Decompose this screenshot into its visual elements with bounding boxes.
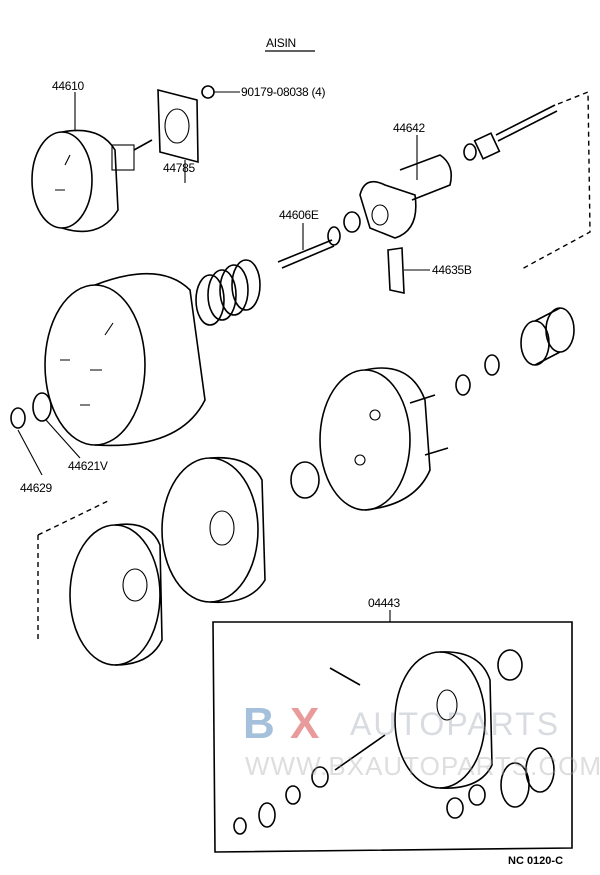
- watermark-url: WWW.BXAUTOPARTS.COM: [245, 751, 600, 781]
- dashed-guide: [519, 90, 591, 271]
- nut-90179: [201, 85, 215, 99]
- leader-line: [45, 419, 81, 459]
- booster-assembly-44610: [31, 129, 153, 233]
- reaction-rod-44606E: [277, 211, 361, 269]
- part-label-44785: 44785: [163, 161, 195, 175]
- watermark-autoparts: AUTOPARTS: [350, 706, 560, 742]
- repair-kit-box: [212, 621, 573, 853]
- repair-kit-parts: [233, 649, 555, 835]
- brand-title: AISIN: [266, 36, 296, 50]
- diaphragm-plate: [161, 456, 266, 604]
- rear-shell: [319, 367, 449, 511]
- return-spring: [195, 259, 261, 326]
- boot-and-washers: [455, 307, 575, 396]
- gasket-44785: [157, 88, 199, 164]
- seal-44621V: [32, 392, 52, 422]
- piston-seal: [290, 461, 320, 499]
- rear-plate: [69, 523, 163, 666]
- part-label-90179-08038: 90179-08038 (4): [241, 85, 326, 99]
- valve-body-44642: [359, 154, 453, 239]
- diagram-code: NC 0120-C: [508, 855, 563, 867]
- watermark-b: B: [243, 699, 275, 748]
- key-44635B: [387, 247, 405, 294]
- push-rod-upper: [463, 104, 558, 161]
- part-label-44610: 44610: [52, 79, 84, 93]
- part-label-04443: 04443: [368, 596, 400, 610]
- part-label-44635B: 44635B: [432, 263, 472, 277]
- part-label-44621V: 44621V: [68, 459, 108, 473]
- watermark-x: X: [290, 699, 319, 748]
- front-shell: [44, 272, 206, 447]
- part-label-44642: 44642: [393, 121, 425, 135]
- part-label-44629: 44629: [20, 481, 52, 495]
- watermark: B X AUTOPARTS WWW.BXAUTOPARTS.COM: [243, 699, 600, 781]
- dashed-guide: [37, 499, 111, 640]
- part-label-44606E: 44606E: [279, 208, 319, 222]
- retainer-44629: [10, 407, 26, 429]
- leader-line: [17, 429, 43, 476]
